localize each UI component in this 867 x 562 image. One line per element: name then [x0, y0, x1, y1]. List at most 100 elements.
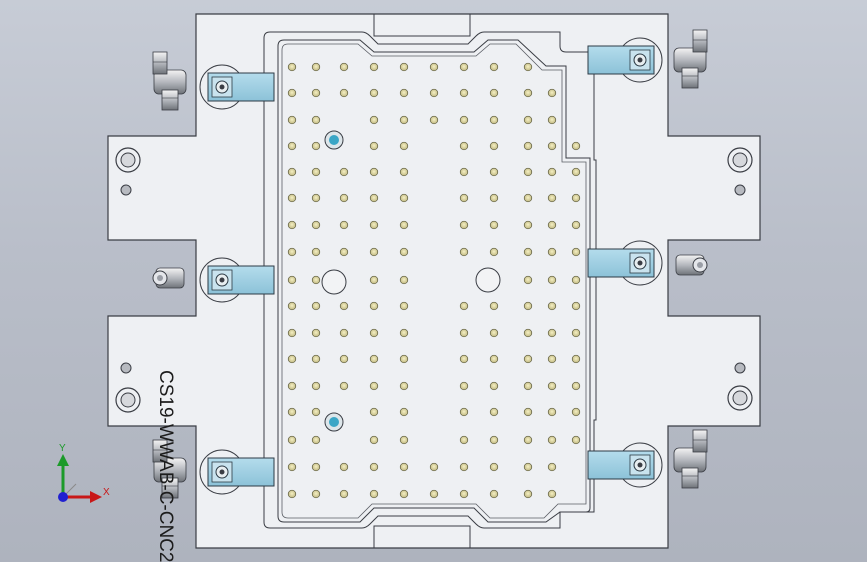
vacuum-hole	[339, 167, 349, 177]
vacuum-hole	[369, 141, 379, 151]
vacuum-hole	[489, 301, 499, 311]
vacuum-hole	[287, 489, 297, 499]
vacuum-hole	[399, 407, 409, 417]
vacuum-hole	[311, 62, 321, 72]
vacuum-hole	[339, 193, 349, 203]
vacuum-hole	[369, 62, 379, 72]
elbow-fitting-icon[interactable]	[152, 51, 187, 111]
vacuum-hole	[399, 354, 409, 364]
vacuum-hole	[523, 220, 533, 230]
vacuum-hole	[459, 88, 469, 98]
vacuum-hole	[459, 62, 469, 72]
vacuum-hole	[459, 354, 469, 364]
vacuum-hole	[571, 301, 581, 311]
top-center-tab	[373, 14, 471, 37]
vacuum-hole	[311, 301, 321, 311]
vacuum-hole	[489, 435, 499, 445]
vacuum-hole	[571, 220, 581, 230]
part-number-label: CS19-WWAB-C-CNC2	[155, 370, 176, 562]
vacuum-hole	[489, 141, 499, 151]
vacuum-hole	[523, 247, 533, 257]
vacuum-hole	[489, 407, 499, 417]
pocket-inner	[277, 39, 591, 523]
vacuum-hole	[287, 462, 297, 472]
vacuum-hole	[571, 193, 581, 203]
vacuum-hole	[399, 62, 409, 72]
base-plate	[107, 13, 761, 549]
vacuum-hole	[287, 88, 297, 98]
vacuum-hole	[399, 193, 409, 203]
vacuum-hole	[311, 328, 321, 338]
vacuum-hole	[523, 141, 533, 151]
vacuum-hole	[311, 88, 321, 98]
vacuum-hole	[571, 407, 581, 417]
vacuum-hole	[339, 462, 349, 472]
vacuum-hole	[489, 328, 499, 338]
vacuum-hole	[339, 328, 349, 338]
vacuum-hole	[571, 435, 581, 445]
vacuum-hole	[547, 115, 557, 125]
vacuum-hole	[287, 141, 297, 151]
clamp-icon[interactable]	[199, 257, 275, 303]
clamp-icon[interactable]	[587, 442, 663, 488]
vacuum-hole	[547, 167, 557, 177]
elbow-fitting-icon[interactable]	[673, 29, 708, 89]
vacuum-hole	[429, 88, 439, 98]
vacuum-hole	[369, 407, 379, 417]
vacuum-hole	[523, 275, 533, 285]
vacuum-hole	[489, 220, 499, 230]
vacuum-hole	[547, 88, 557, 98]
elbow-fitting-icon[interactable]	[675, 254, 708, 276]
vacuum-hole	[369, 247, 379, 257]
vacuum-hole	[571, 275, 581, 285]
vacuum-hole	[523, 489, 533, 499]
vacuum-hole	[459, 301, 469, 311]
vacuum-hole	[311, 193, 321, 203]
coordinate-triad-icon	[57, 454, 102, 503]
vacuum-hole	[547, 381, 557, 391]
clamp-icon[interactable]	[199, 64, 275, 110]
vacuum-hole	[547, 193, 557, 203]
vacuum-hole	[287, 354, 297, 364]
vacuum-hole	[459, 328, 469, 338]
vacuum-hole	[523, 381, 533, 391]
clamp-icon[interactable]	[587, 37, 663, 83]
vacuum-hole	[489, 62, 499, 72]
vacuum-hole	[369, 275, 379, 285]
elbow-fitting-icon[interactable]	[152, 439, 187, 499]
vacuum-hole	[547, 275, 557, 285]
vacuum-hole-grid	[287, 62, 581, 499]
vacuum-hole	[399, 115, 409, 125]
vacuum-hole	[287, 301, 297, 311]
vacuum-hole	[311, 141, 321, 151]
vacuum-hole	[311, 167, 321, 177]
vacuum-hole	[311, 462, 321, 472]
elbow-fitting-icon[interactable]	[152, 267, 185, 289]
vacuum-hole	[459, 141, 469, 151]
elbow-fitting-icon[interactable]	[673, 429, 708, 489]
vacuum-hole	[369, 328, 379, 338]
vacuum-hole	[459, 381, 469, 391]
vacuum-hole	[399, 220, 409, 230]
vacuum-hole	[287, 435, 297, 445]
vacuum-hole	[571, 167, 581, 177]
vacuum-hole	[399, 328, 409, 338]
pocket-inner-2	[281, 43, 587, 519]
vacuum-hole	[459, 247, 469, 257]
vacuum-hole	[547, 407, 557, 417]
vacuum-hole	[459, 167, 469, 177]
vacuum-hole	[339, 381, 349, 391]
clamp-icon[interactable]	[199, 449, 275, 495]
vacuum-hole	[547, 141, 557, 151]
vacuum-hole	[339, 489, 349, 499]
vacuum-hole	[287, 167, 297, 177]
axis-y-label: Y	[59, 443, 66, 454]
vacuum-hole	[523, 115, 533, 125]
clamp-icon[interactable]	[587, 240, 663, 286]
vacuum-hole	[571, 381, 581, 391]
vacuum-hole	[547, 435, 557, 445]
vacuum-hole	[459, 435, 469, 445]
vacuum-hole	[311, 407, 321, 417]
